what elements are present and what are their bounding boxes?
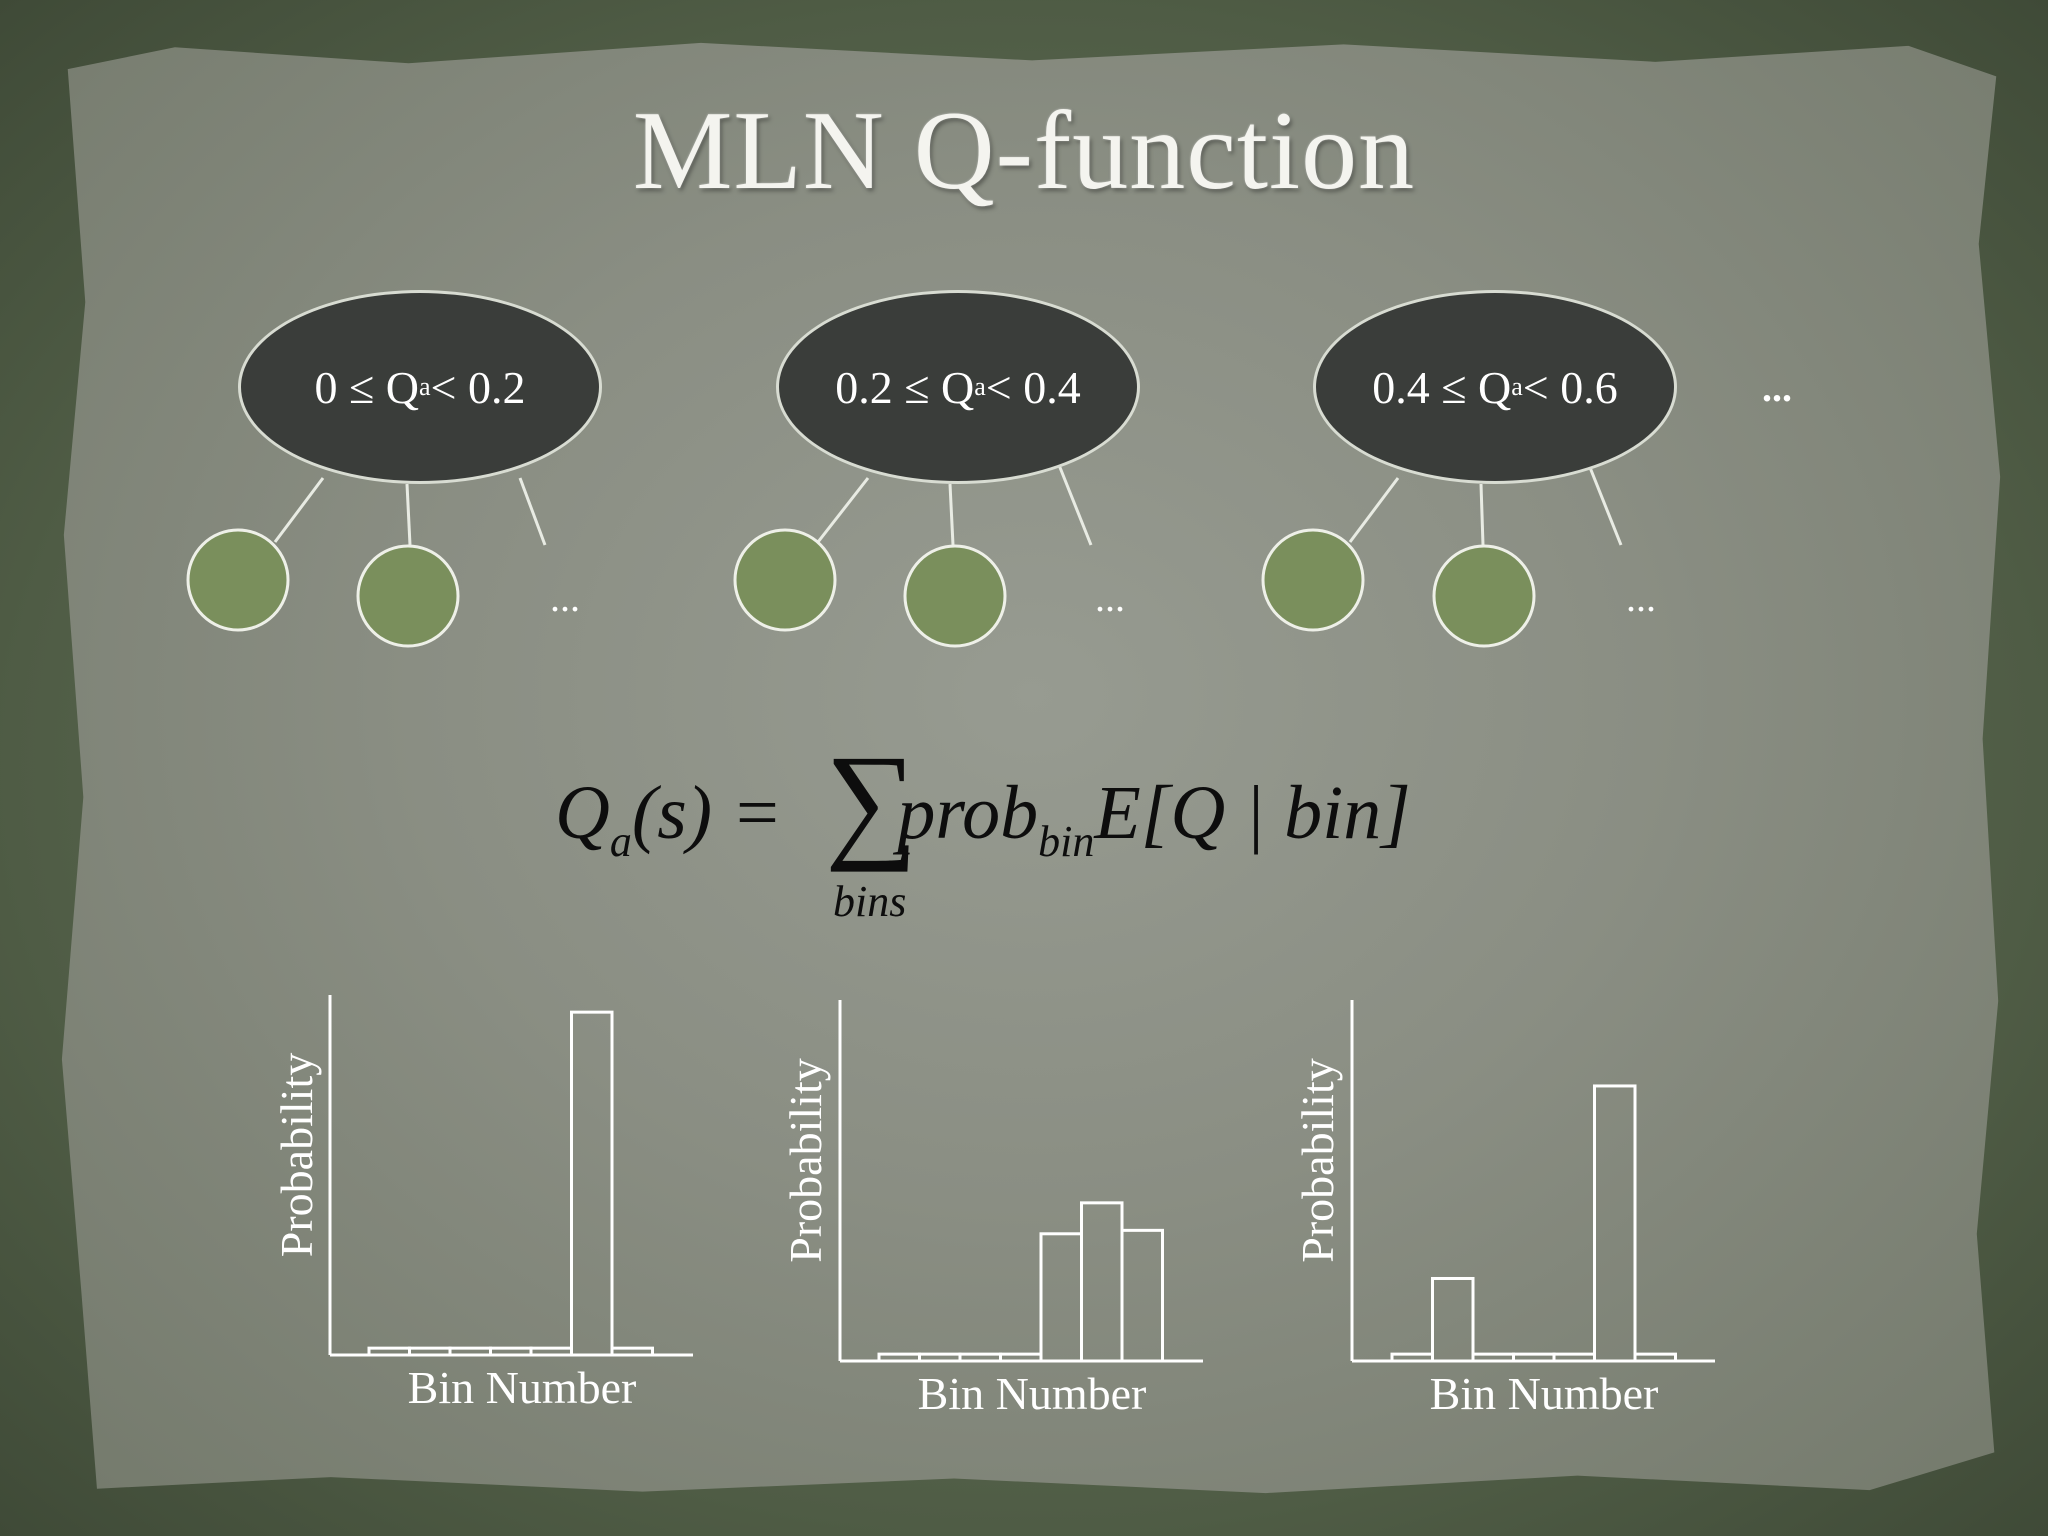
equation-lhs: Q (555, 771, 610, 855)
leaf-node (356, 544, 460, 648)
edge-line (1348, 477, 1400, 543)
leaf-node (733, 528, 837, 632)
more-children-ellipsis: ... (1626, 575, 1656, 620)
edge-line (816, 477, 870, 543)
equation-term-sub: bin (1038, 817, 1095, 866)
edge-line (1055, 459, 1093, 546)
y-axis-label: Probability (271, 1053, 322, 1257)
y-axis-label: Probability (1292, 1058, 1343, 1262)
cluster-label-sub: a (1511, 372, 1523, 401)
histogram-bar (1593, 1084, 1637, 1363)
histogram-bar (1039, 1232, 1083, 1363)
histogram-bar (1120, 1228, 1164, 1363)
histogram-1: Bin Number Probability (271, 995, 693, 1413)
y-axis-label: Probability (780, 1058, 831, 1262)
summation-index: bins (833, 877, 907, 926)
edge-line (1585, 459, 1623, 546)
paper-panel (61, 42, 2001, 1494)
x-axis-label: Bin Number (408, 1362, 637, 1413)
more-children-ellipsis: ... (550, 575, 580, 620)
more-children-ellipsis: ... (1095, 575, 1125, 620)
leaf-node (903, 544, 1007, 648)
cluster-label-post: < 0.4 (985, 361, 1081, 413)
edge-line (273, 477, 325, 543)
edge-line (405, 483, 412, 546)
equation-lhs-sub: a (609, 817, 632, 866)
equation-main-line: Qa(s) = probbinE[Q | bin] (555, 770, 1411, 867)
equation-term: prob (897, 771, 1039, 855)
cluster-label-post: < 0.2 (430, 361, 526, 413)
leaf-node (186, 528, 290, 632)
x-axis-label: Bin Number (918, 1368, 1147, 1419)
slide-title: MLN Q-function (632, 89, 1416, 213)
histogram-bar (1431, 1276, 1475, 1363)
leaf-node (1432, 544, 1536, 648)
histogram-bar (570, 1010, 614, 1357)
cluster-label-pre: 0 ≤ Q (314, 361, 419, 413)
equation-rhs: E[Q | bin] (1094, 771, 1411, 855)
cluster-label-sub: a (974, 372, 986, 401)
histogram-bar (1080, 1201, 1124, 1363)
equation-lhs-arg: (s) = (631, 771, 802, 855)
q-function-equation: Qa(s) = probbinE[Q | bin] ∑ bins (555, 736, 1515, 938)
more-clusters-ellipsis: ... (1762, 365, 1792, 410)
cluster-label-pre: 0.4 ≤ Q (1372, 361, 1512, 413)
leaf-node (1261, 528, 1365, 632)
edge-line (948, 483, 955, 546)
edge-line (518, 477, 547, 546)
histogram-2: Bin Number Probability (780, 1000, 1203, 1419)
edge-line (1479, 483, 1485, 546)
cluster-label-sub: a (418, 372, 431, 401)
cluster-label-pre: 0.2 ≤ Q (835, 361, 975, 413)
histogram-3: Bin Number Probability (1292, 1000, 1715, 1419)
cluster-label-post: < 0.6 (1522, 361, 1618, 413)
x-axis-label: Bin Number (1430, 1368, 1659, 1419)
summation-symbol: ∑ (825, 729, 918, 873)
